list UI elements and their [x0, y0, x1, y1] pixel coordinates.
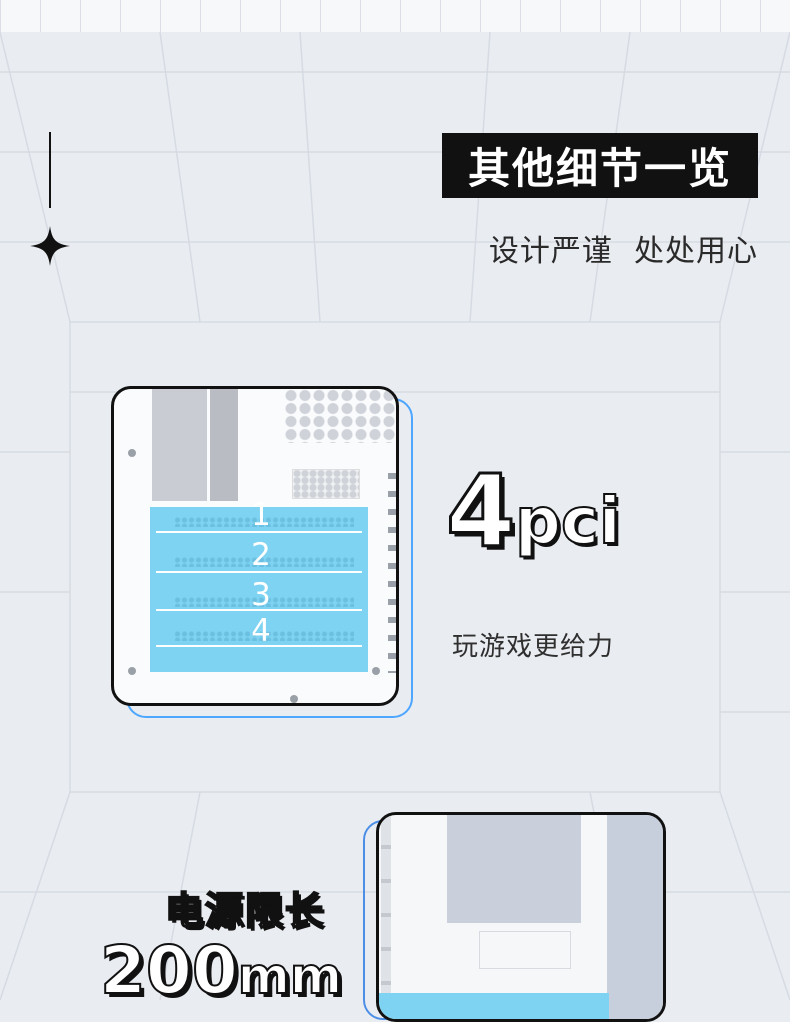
pci-slot-divider [156, 531, 362, 533]
top-strip [0, 0, 790, 32]
section-title-box: 其他细节一览 [442, 133, 758, 198]
pci-slot-divider [156, 571, 362, 573]
pci-slot-number: 2 [251, 537, 271, 573]
pci-slot-number: 3 [251, 577, 271, 613]
case-rail-secondary [210, 389, 238, 501]
pci-slot-number: 4 [251, 613, 271, 649]
case-panel-block [447, 815, 581, 923]
case-vent-small [292, 469, 360, 499]
section-title: 其他细节一览 [467, 144, 732, 193]
psu-length-number: 200 [99, 932, 239, 1009]
case-vent-grill [284, 389, 396, 443]
pci-slots-highlight: 1 2 3 4 [150, 497, 368, 672]
psu-length-label: 电源限长 [164, 888, 326, 934]
slot-vent [174, 597, 354, 607]
screw [372, 667, 380, 675]
case-detail [479, 931, 571, 969]
slot-vent [174, 557, 354, 567]
pci-count: 4 [445, 453, 518, 570]
screw [128, 449, 136, 457]
pci-slot-divider [156, 645, 362, 647]
pci-slot-divider [156, 609, 362, 611]
case-side-panel [607, 815, 663, 1019]
pci-description: 玩游戏更给力 [452, 632, 615, 662]
pci-unit: pci [514, 485, 622, 559]
decorative-line [49, 132, 51, 208]
four-point-star-icon [30, 226, 70, 266]
case-side-rail [388, 473, 396, 673]
case-rail [381, 815, 391, 1019]
screw [128, 667, 136, 675]
screw [290, 695, 298, 703]
psu-photo [376, 812, 666, 1022]
pci-slot-number: 1 [251, 497, 271, 533]
pci-slot-photo: 1 2 3 4 [111, 386, 399, 706]
slot-vent [174, 517, 354, 527]
slot-vent [174, 631, 354, 641]
section-subtitle: 设计严谨 处处用心 [488, 234, 758, 269]
psu-length-unit: mm [237, 947, 343, 1005]
psu-highlight [379, 993, 609, 1019]
case-rail [152, 389, 207, 501]
psu-length-value: 200mm [99, 937, 343, 1005]
